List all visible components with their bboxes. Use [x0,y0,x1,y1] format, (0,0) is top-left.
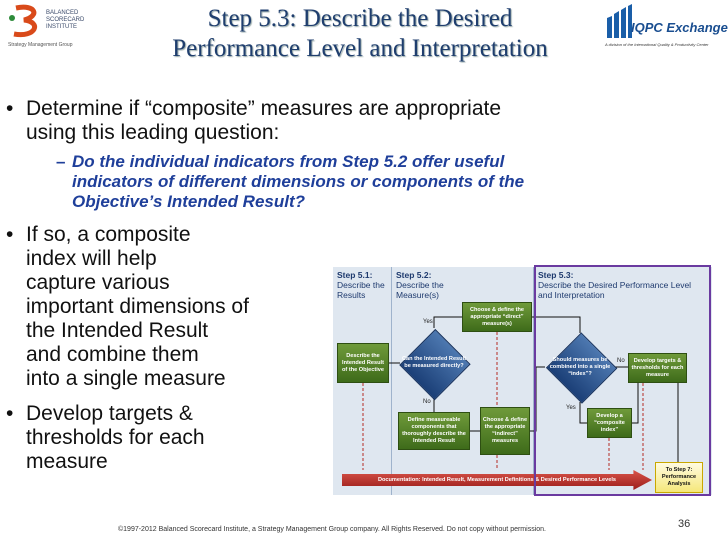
iqpc-logo: IQPC Exchange A division of the Internat… [605,4,728,56]
step-5-2-column [392,267,534,495]
copyright-footer: ©1997-2012 Balanced Scorecard Institute,… [118,526,546,533]
logo-text: BALANCED SCORECARD INSTITUTE [46,10,85,30]
process-diagram: Step 5.1:Describe the Results Step 5.2:D… [333,265,712,496]
sub-bullet-question: –Do the individual indicators from Step … [56,152,525,211]
connector-arrows [362,316,679,470]
yes-label: Yes [566,405,576,411]
to-step-7-box: To Step 7: Performance Analysis [655,462,703,493]
should-combine-decision: Should measures be combined into a singl… [545,333,615,402]
define-components-box: Define measureable components that thoro… [398,412,470,450]
step-5-1-column [333,267,392,495]
logo-text: IQPC Exchange [631,20,728,35]
step-5-1-heading: Step 5.1:Describe the Results [337,270,385,300]
documentation-arrow: Documentation: Intended Result, Measurem… [342,470,652,490]
describe-result-box: Describe the Intended Result of the Obje… [337,343,389,383]
step-5-2-heading: Step 5.2:Describe the Measure(s) [396,270,444,300]
logo-tagline: A division of the International Quality … [605,42,709,47]
yes-label: Yes [423,319,433,325]
step-5-3-heading: Step 5.3:Describe the Desired Performanc… [538,270,692,300]
can-measure-decision: Can the Intended Result be measured dire… [400,328,468,398]
page-number: 36 [678,518,691,530]
choose-direct-box: Choose & define the appropriate “direct”… [462,302,532,332]
develop-targets-box: Develop targets & thresholds for each me… [628,353,687,383]
develop-composite-box: Develop a “composite index” [587,408,632,438]
bullet-composite: •Determine if “composite” measures are a… [6,97,502,144]
logo-tagline: Strategy Management Group [8,42,73,48]
no-label: No [423,399,431,405]
step-5-3-highlight [534,265,711,496]
choose-indirect-box: Choose & define the appropriate “indirec… [480,407,530,455]
balanced-scorecard-logo: BALANCED SCORECARD INSTITUTE Strategy Ma… [6,4,106,56]
no-label: No [617,358,625,364]
